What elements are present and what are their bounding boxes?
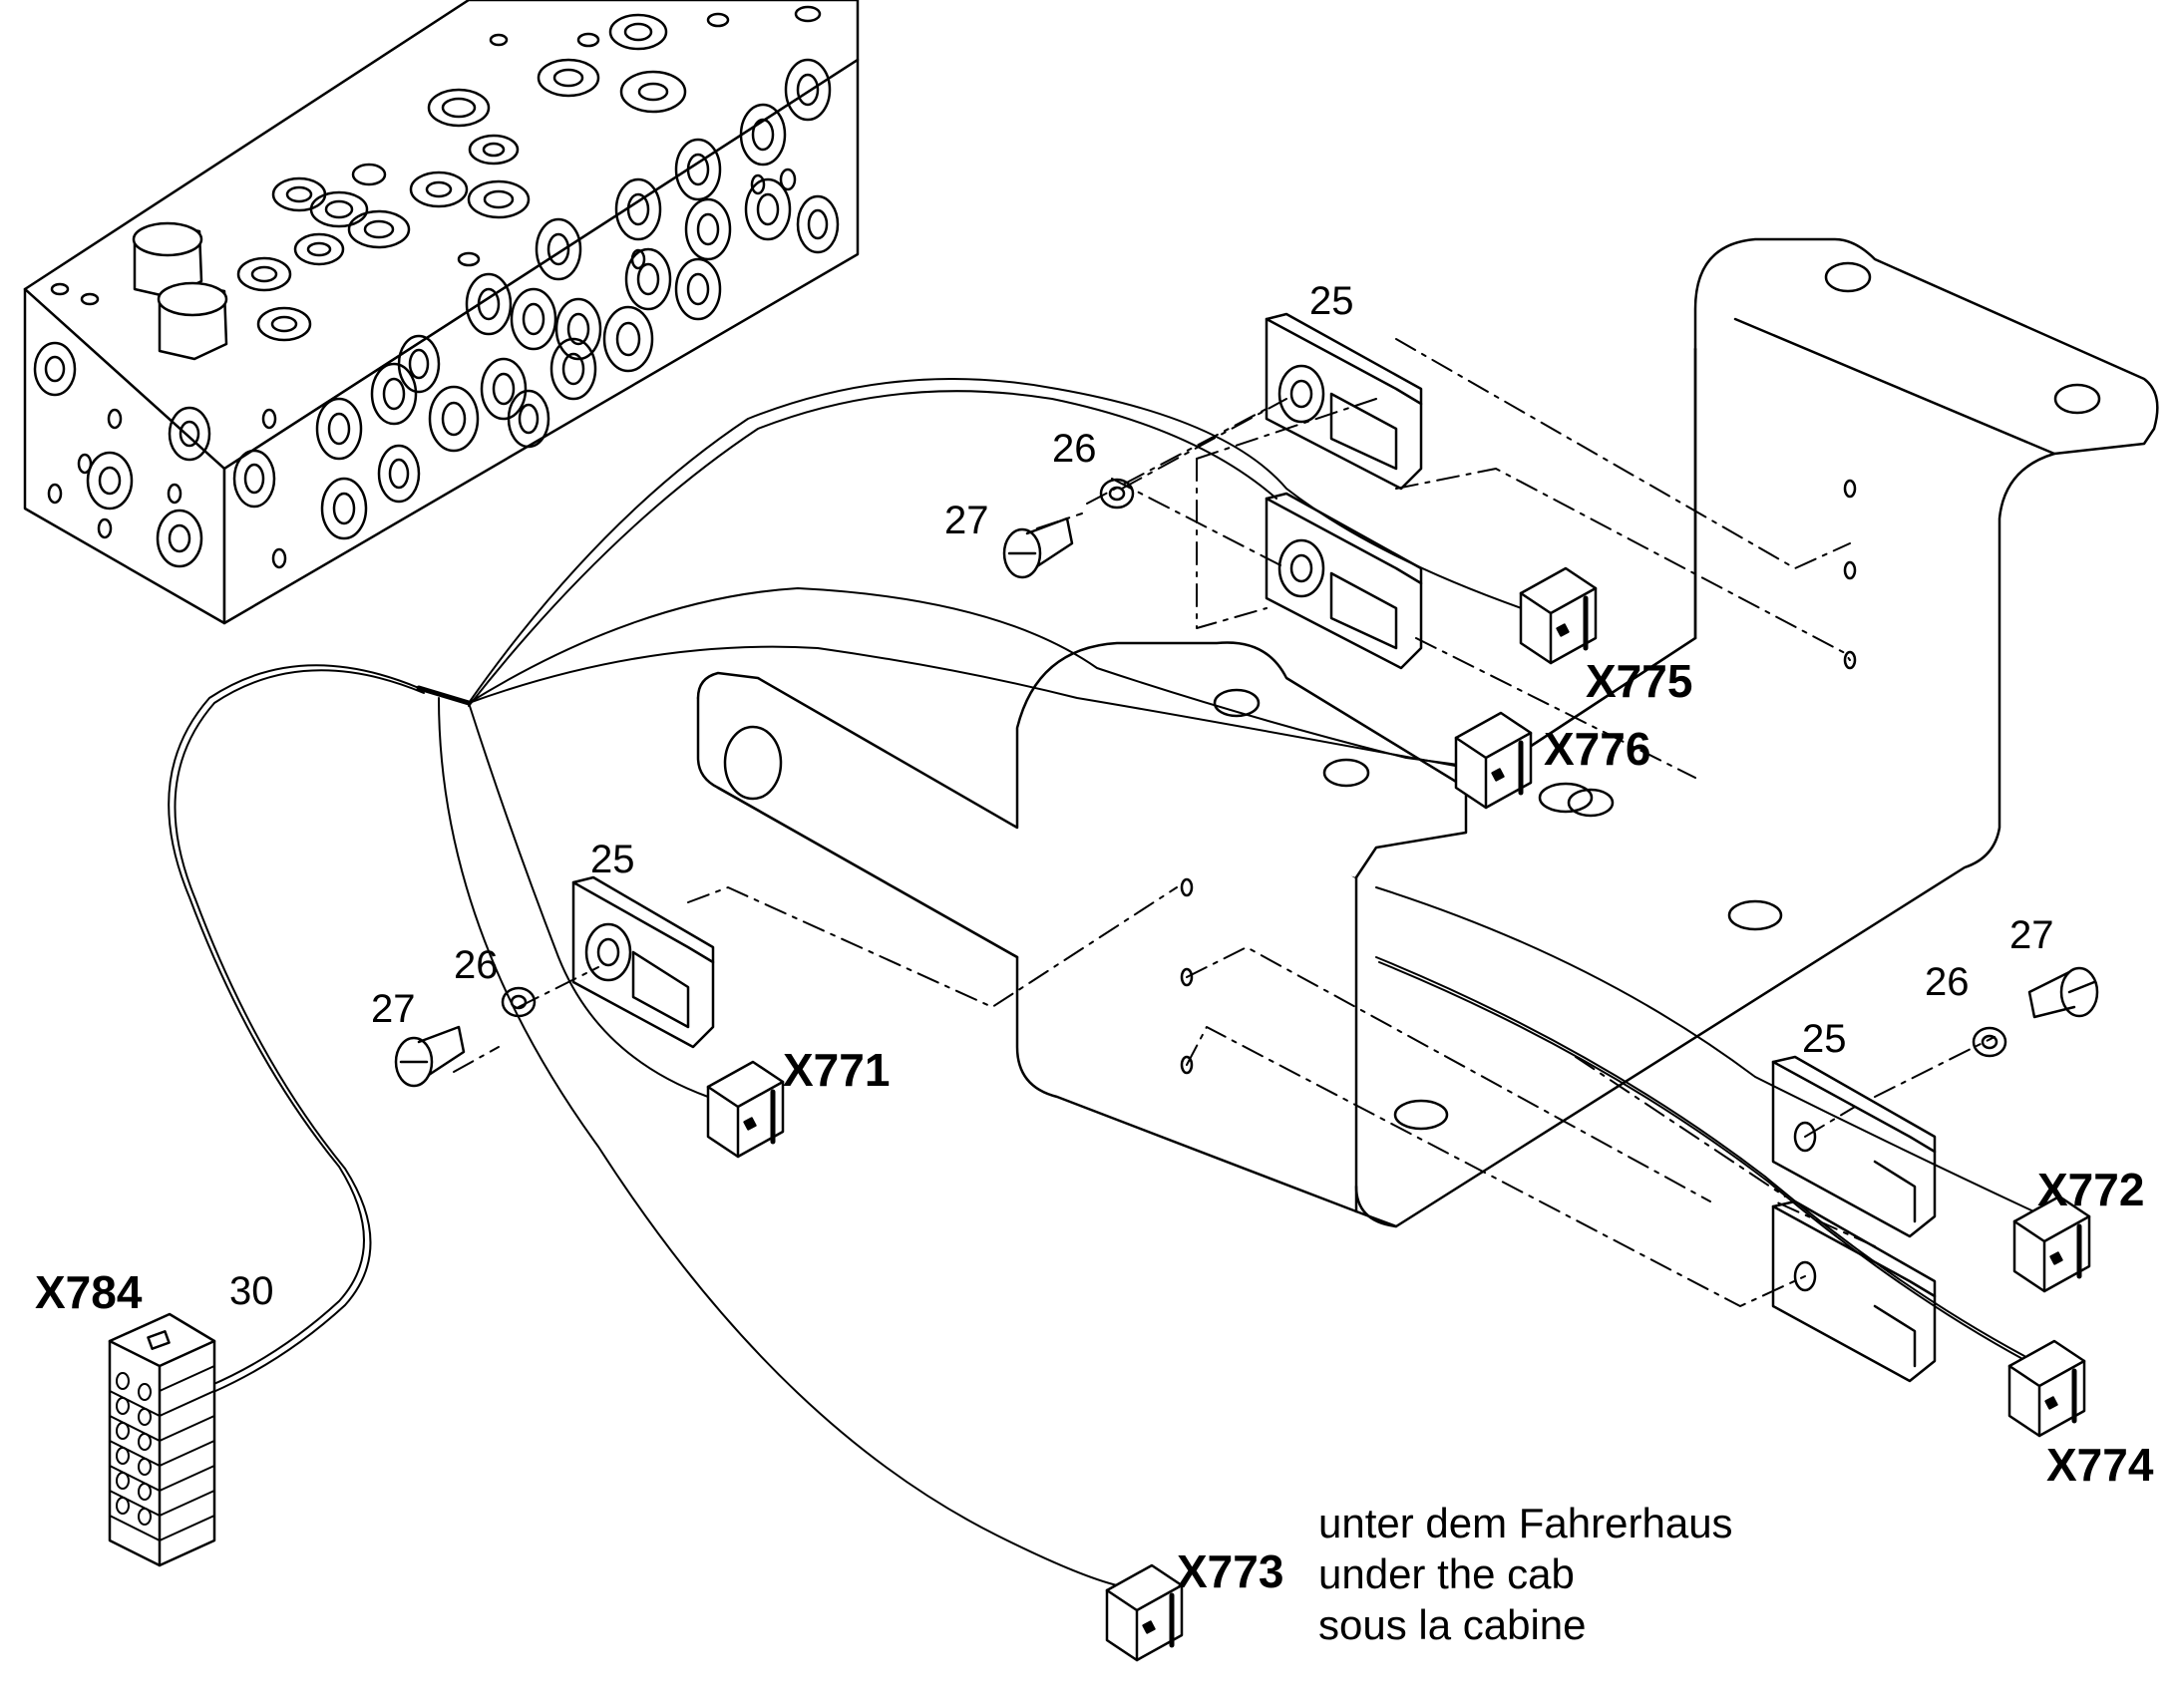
location-note: unter dem Fahrerhaus under the cab sous … <box>1318 1498 1733 1651</box>
location-note-de: unter dem Fahrerhaus <box>1318 1500 1733 1546</box>
connector-x776 <box>1454 711 1533 810</box>
valve-block <box>23 0 860 625</box>
connector-label-x773: X773 <box>1177 1545 1284 1597</box>
callout-25-mid: 25 <box>590 838 635 881</box>
location-note-fr: sous la cabine <box>1318 1601 1587 1649</box>
harness-wires <box>168 378 2045 1586</box>
washer-right <box>1972 1026 2007 1058</box>
callout-26-top: 26 <box>1052 427 1097 471</box>
connector-x773 <box>1105 1563 1184 1662</box>
connector-x775 <box>1519 566 1598 665</box>
sensor-holder-right-1 <box>1771 1055 1937 1238</box>
connector-x772 <box>2012 1195 2091 1293</box>
callout-27-mid: 27 <box>371 987 416 1031</box>
mounting-bracket <box>696 237 2159 1228</box>
valve-block-top-ports <box>50 5 822 342</box>
sensor-holder-mid <box>571 875 715 1049</box>
hex-plugs <box>132 221 228 361</box>
screw-mid <box>394 1025 466 1088</box>
connector-label-x774: X774 <box>2046 1439 2154 1491</box>
connector-x771 <box>706 1060 785 1159</box>
callout-27-top: 27 <box>944 499 989 542</box>
connector-label-x771: X771 <box>783 1044 891 1096</box>
screw-right <box>2027 966 2099 1019</box>
callout-26-mid: 26 <box>454 943 499 987</box>
location-note-en: under the cab <box>1318 1550 1575 1598</box>
assembly-lines <box>453 338 1996 1307</box>
connector-label-x776: X776 <box>1544 723 1651 775</box>
callout-30: 30 <box>229 1269 274 1313</box>
washer-top <box>1099 478 1135 510</box>
connector-x774 <box>2007 1339 2086 1438</box>
screw-top <box>1002 516 1074 579</box>
callout-26-right: 26 <box>1925 960 1970 1004</box>
sensor-holder-top-2 <box>1265 492 1423 670</box>
valve-block-front-ports <box>33 341 211 568</box>
callout-27-right: 27 <box>2009 913 2054 957</box>
connector-label-x784: X784 <box>35 1266 143 1318</box>
callout-25-top: 25 <box>1309 279 1354 323</box>
callout-25-right: 25 <box>1802 1017 1847 1061</box>
valve-block-side-ports <box>232 58 840 569</box>
connector-label-x772: X772 <box>2037 1164 2145 1215</box>
sensor-holder-top-1 <box>1265 312 1423 491</box>
connector-x784 <box>108 1312 216 1567</box>
connector-label-x775: X775 <box>1586 655 1693 707</box>
